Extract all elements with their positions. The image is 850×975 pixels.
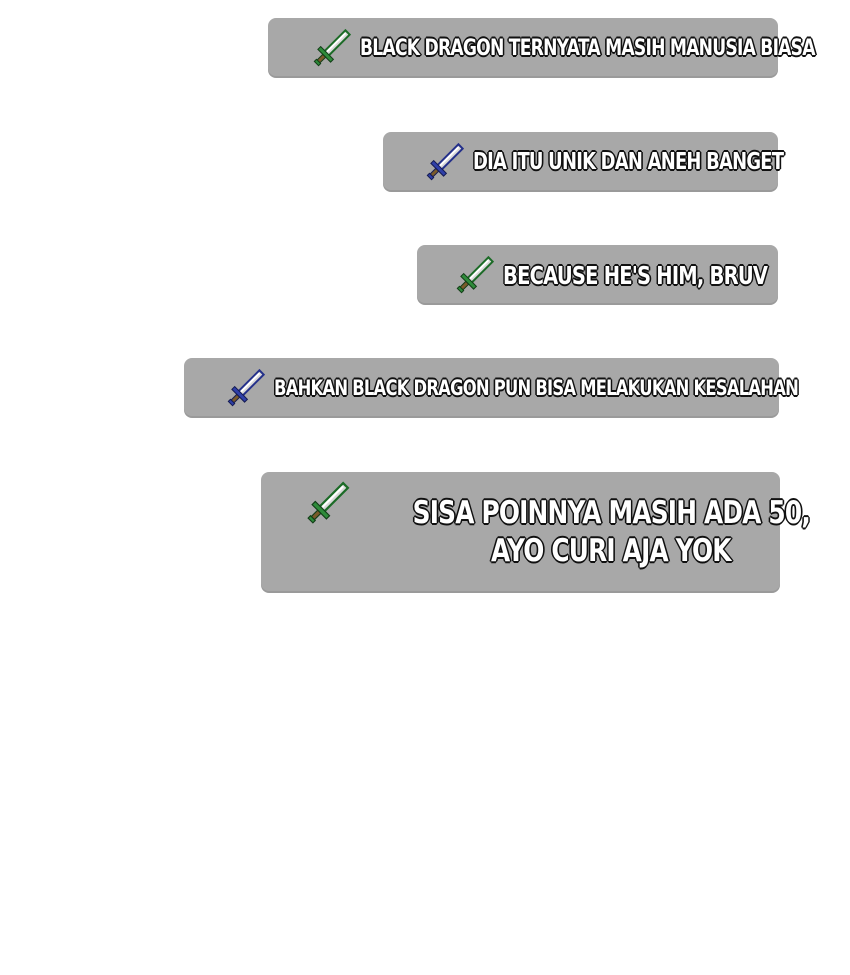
green-sword-icon	[313, 28, 352, 67]
chat-message-4: BAHKAN BLACK DRAGON PUN BISA MELAKUKAN K…	[184, 358, 799, 418]
message-text: BAHKAN BLACK DRAGON PUN BISA MELAKUKAN K…	[274, 375, 800, 400]
green-sword-icon	[307, 481, 350, 524]
chat-message-5: SISA POINNYA MASIH ADA 50, AYO CURI AJA …	[261, 472, 811, 593]
chat-message-2: DIA ITU UNIK DAN ANEH BANGET	[383, 132, 784, 192]
message-text-line-1: SISA POINNYA MASIH ADA 50,	[412, 494, 811, 531]
message-text: DIA ITU UNIK DAN ANEH BANGET	[473, 148, 785, 175]
chat-message-3: BECAUSE HE'S HIM, BRUV	[417, 245, 778, 305]
message-text: BLACK DRAGON TERNYATA MASIH MANUSIA BIAS…	[360, 35, 816, 61]
blue-sword-icon	[227, 368, 266, 407]
message-text-line-2: AYO CURI AJA YOK	[491, 532, 732, 569]
chat-message-1: BLACK DRAGON TERNYATA MASIH MANUSIA BIAS…	[268, 18, 816, 78]
green-sword-icon	[456, 255, 495, 294]
message-text-block: SISA POINNYA MASIH ADA 50, AYO CURI AJA …	[363, 494, 850, 570]
message-text: BECAUSE HE'S HIM, BRUV	[503, 260, 769, 290]
blue-sword-icon	[426, 142, 465, 181]
